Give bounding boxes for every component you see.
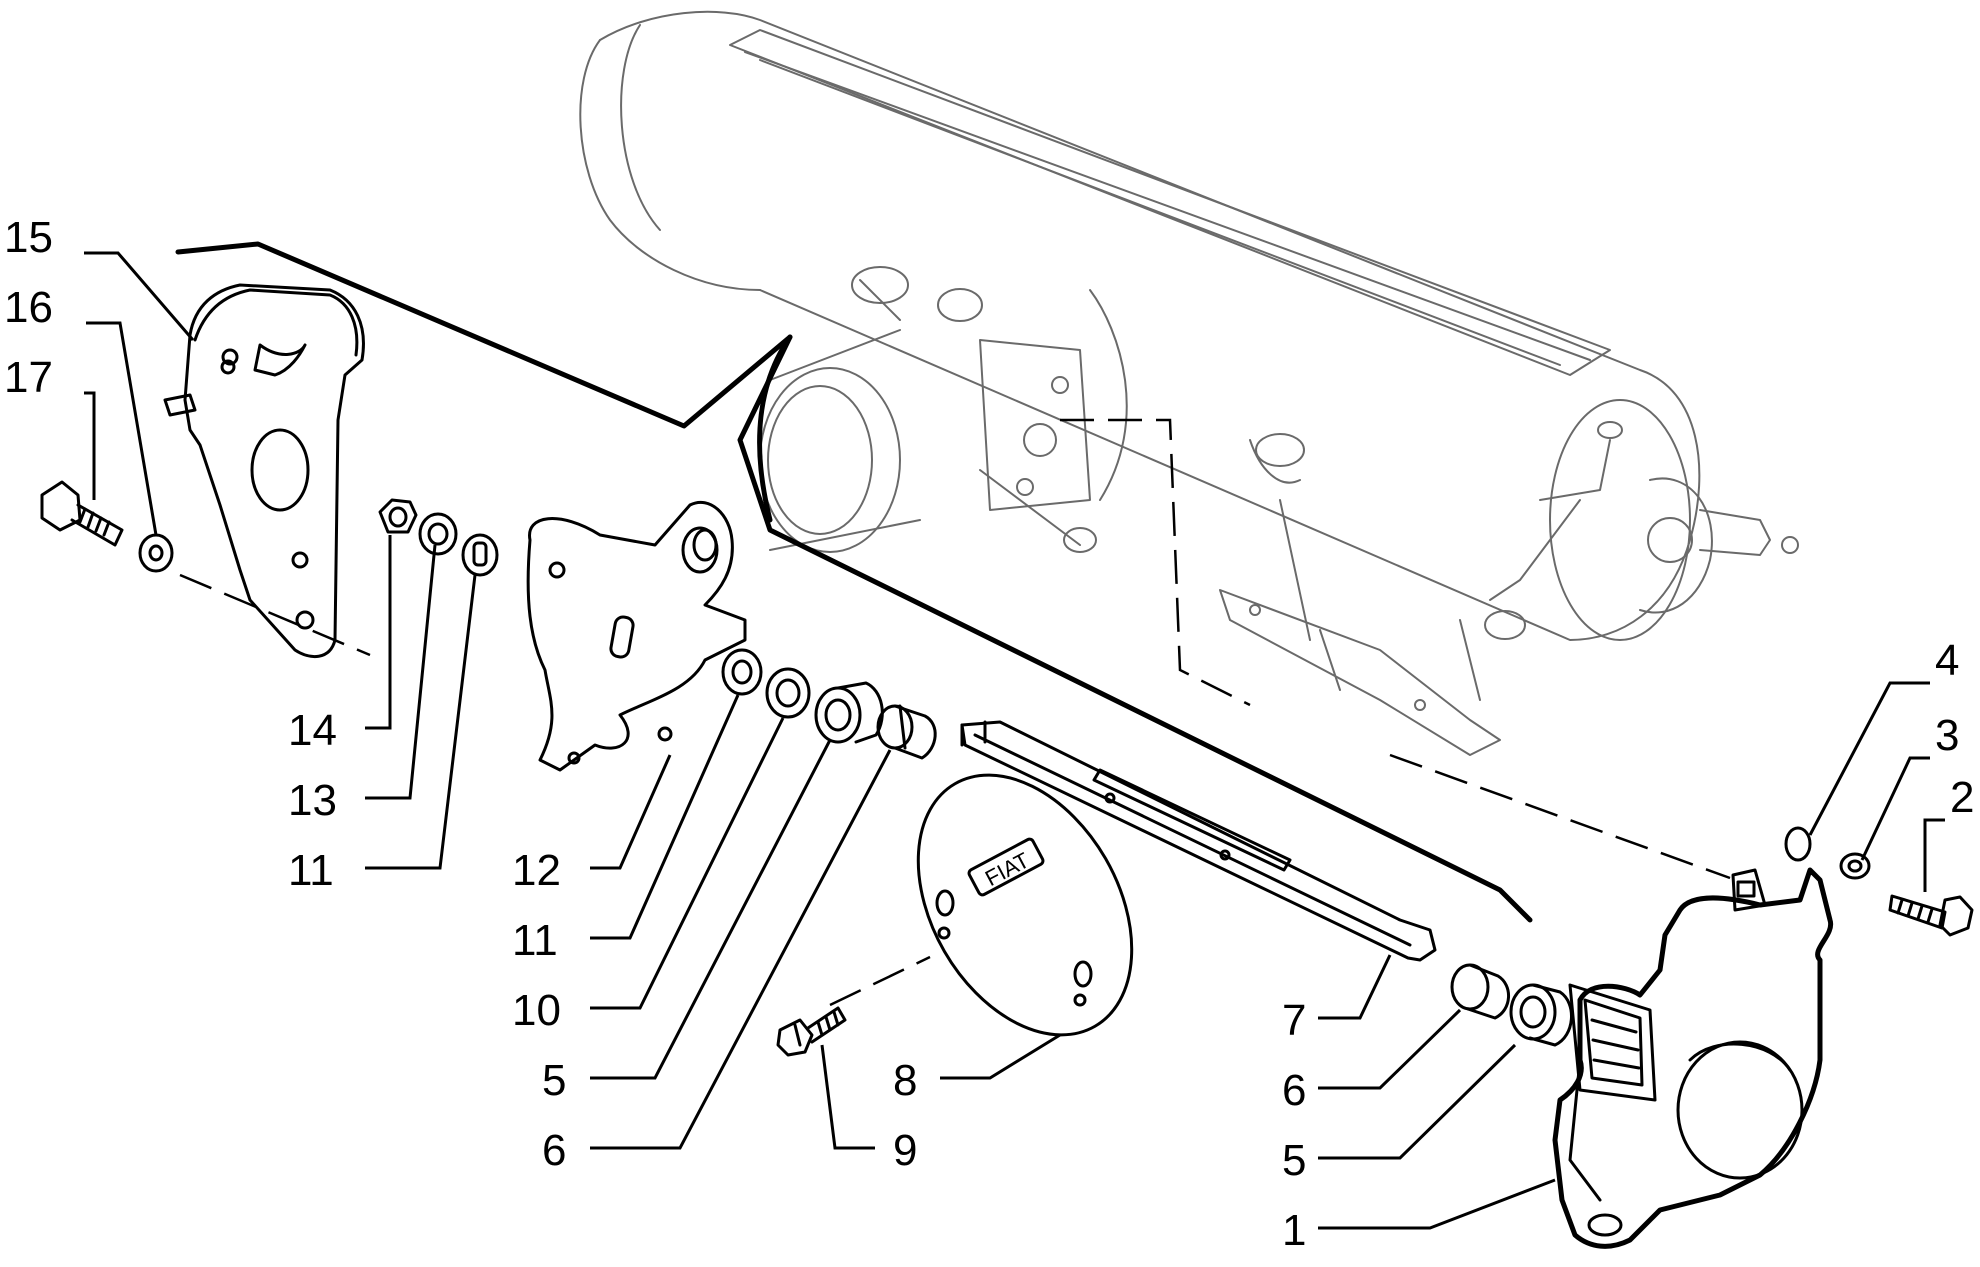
part-3-lock-washer bbox=[1839, 852, 1871, 880]
callout-17: 17 bbox=[4, 353, 53, 402]
part-5-bushing-right bbox=[1509, 983, 1573, 1047]
part-7-throttle-shaft bbox=[960, 720, 1437, 962]
callout-12: 12 bbox=[512, 846, 561, 895]
part-11-washer-lower bbox=[721, 648, 763, 696]
callout-10: 10 bbox=[512, 986, 561, 1035]
alignment-line-shaft bbox=[1060, 418, 1251, 707]
callout-5-right: 5 bbox=[1282, 1136, 1306, 1185]
callout-5-left: 5 bbox=[542, 1056, 566, 1105]
callout-6-left: 6 bbox=[542, 1126, 566, 1175]
assembly-outline-inner bbox=[757, 334, 793, 523]
part-6-bushing-left bbox=[876, 704, 937, 760]
part-11-washer-upper bbox=[461, 533, 499, 577]
callout-16: 16 bbox=[4, 283, 53, 332]
callout-13: 13 bbox=[288, 776, 337, 825]
callout-14: 14 bbox=[288, 706, 337, 755]
part-4-washer bbox=[1784, 826, 1812, 862]
alignment-line-screw bbox=[829, 955, 931, 1007]
alignment-line-bracket bbox=[179, 573, 371, 657]
callout-11-left: 11 bbox=[288, 846, 334, 895]
part-9-screw bbox=[776, 1006, 847, 1057]
callout-15: 15 bbox=[4, 213, 53, 262]
leader-lines bbox=[84, 251, 1945, 1230]
part-15-lever-bracket bbox=[163, 283, 365, 659]
part-1-throttle-position-sensor bbox=[1552, 867, 1834, 1249]
part-2-bolt bbox=[1888, 894, 1974, 937]
part-6-bushing-right bbox=[1450, 963, 1510, 1020]
throttle-body-ghost bbox=[579, 10, 1799, 756]
callout-7: 7 bbox=[1282, 996, 1306, 1045]
part-16-washer bbox=[138, 533, 174, 573]
callout-9: 9 bbox=[893, 1126, 917, 1175]
alignment-line-sensor bbox=[1389, 753, 1731, 880]
part-13-lock-washer bbox=[418, 512, 458, 556]
part-12-mounting-plate bbox=[526, 501, 747, 772]
callout-2: 2 bbox=[1950, 773, 1974, 822]
callout-6-right: 6 bbox=[1282, 1066, 1306, 1115]
callout-8: 8 bbox=[893, 1056, 917, 1105]
callout-11-center: 11 bbox=[512, 916, 558, 965]
part-10-washer bbox=[765, 667, 811, 719]
part-5-bushing-left bbox=[814, 681, 884, 744]
callout-1: 1 bbox=[1282, 1206, 1306, 1255]
part-17-bolt bbox=[40, 480, 124, 547]
callout-4: 4 bbox=[1935, 636, 1959, 685]
callout-3: 3 bbox=[1935, 711, 1959, 760]
part-14-nut bbox=[378, 498, 418, 534]
